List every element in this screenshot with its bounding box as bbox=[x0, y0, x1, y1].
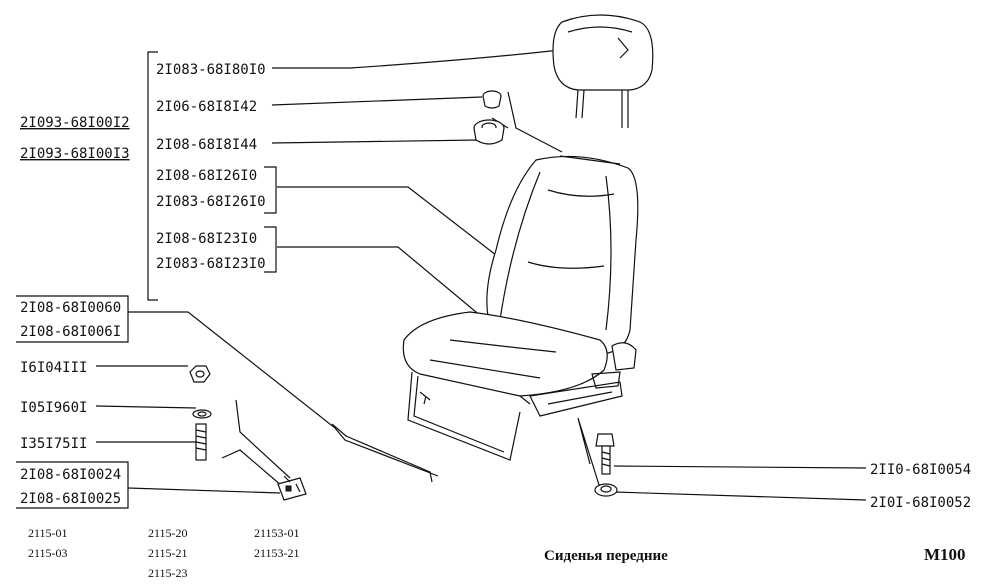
leader-backrest bbox=[277, 186, 506, 263]
rod-bracket bbox=[16, 295, 129, 343]
backrest-bracket bbox=[264, 166, 277, 214]
group-label-b: 2I093-68I00I3 bbox=[20, 146, 130, 162]
part-label-rear-bolt: 2II0-68I0054 bbox=[870, 462, 971, 478]
group-bracket bbox=[147, 51, 158, 301]
part-label-nut: I6I04III bbox=[20, 360, 87, 376]
bracket-drawing bbox=[277, 475, 307, 501]
leader-rod bbox=[128, 311, 439, 477]
bushing-b-drawing bbox=[473, 119, 505, 145]
model-code: 21153-21 bbox=[254, 546, 300, 560]
model-code: 21153-01 bbox=[254, 526, 300, 540]
leader-bracket bbox=[127, 487, 281, 494]
leader-rear-bolt bbox=[613, 465, 867, 469]
nut-drawing bbox=[189, 365, 211, 383]
seat-cushion-drawing bbox=[402, 311, 608, 405]
part-label-backrest-2: 2I083-68I26I0 bbox=[156, 194, 266, 210]
model-code: 2115-20 bbox=[148, 526, 188, 540]
leader-headrest bbox=[272, 49, 561, 69]
part-label-rod-2: 2I08-68I006I bbox=[20, 324, 121, 340]
leader-bushing-b bbox=[271, 139, 479, 144]
leader-rear-to-seat bbox=[577, 417, 601, 489]
model-code: 2115-01 bbox=[28, 526, 68, 540]
washer-drawing bbox=[192, 409, 212, 419]
bracket-group-bracket bbox=[16, 461, 129, 509]
bushing-a-drawing bbox=[482, 90, 502, 109]
part-label-cushion-1: 2I08-68I23I0 bbox=[156, 231, 257, 247]
part-label-bolt: I35I75II bbox=[20, 436, 87, 452]
seat-backrest-drawing bbox=[486, 155, 639, 355]
leader-bracket-to-seat bbox=[221, 399, 291, 487]
headrest-drawing bbox=[552, 14, 654, 128]
model-code: 2115-23 bbox=[148, 566, 188, 580]
part-label-bushing-b: 2I08-68I8I44 bbox=[156, 137, 257, 153]
seat-frame-drawing bbox=[407, 342, 637, 461]
part-label-cushion-2: 2I083-68I23I0 bbox=[156, 256, 266, 272]
part-label-rear-bushing: 2I0I-68I0052 bbox=[870, 495, 971, 511]
part-label-bracket-1: 2I08-68I0024 bbox=[20, 467, 121, 483]
part-label-rod-1: 2I08-68I0060 bbox=[20, 300, 121, 316]
rod-drawing bbox=[331, 423, 433, 483]
part-label-bushing-a: 2I06-68I8I42 bbox=[156, 99, 257, 115]
rear-bolt-drawing bbox=[595, 433, 615, 475]
cushion-bracket bbox=[264, 226, 277, 273]
part-label-backrest-1: 2I08-68I26I0 bbox=[156, 168, 257, 184]
part-label-bracket-2: 2I08-68I0025 bbox=[20, 491, 121, 507]
bolt-drawing bbox=[195, 423, 207, 461]
rear-bushing-drawing bbox=[594, 483, 618, 497]
page-title: Сиденья передние bbox=[544, 548, 668, 564]
group-label-a: 2I093-68I00I2 bbox=[20, 115, 130, 131]
part-label-headrest: 2I083-68I80I0 bbox=[156, 62, 266, 78]
model-code: 2115-21 bbox=[148, 546, 188, 560]
leader-rear-bushing bbox=[613, 491, 867, 501]
leader-cushion bbox=[277, 246, 489, 323]
leader-washer bbox=[95, 405, 197, 409]
leader-bushing-a bbox=[271, 96, 483, 106]
part-label-washer: I05I960I bbox=[20, 400, 87, 416]
page-code: M100 bbox=[924, 545, 966, 564]
leader-bushing-to-seat bbox=[491, 91, 563, 153]
model-code: 2115-03 bbox=[28, 546, 68, 560]
